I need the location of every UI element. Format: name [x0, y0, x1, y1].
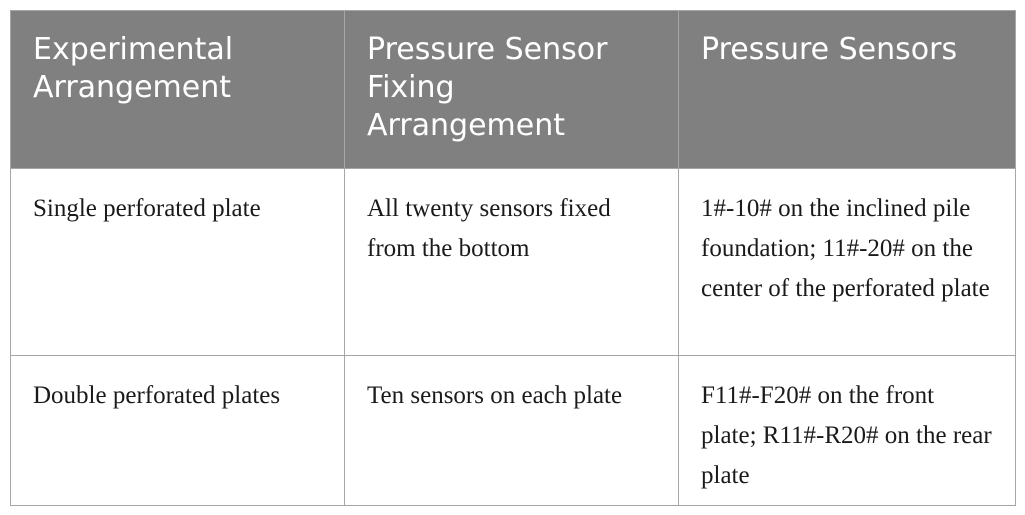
cell-pressure-sensors: 1#-10# on the inclined pile foundation; …	[678, 168, 1016, 356]
cell-experimental-arrangement: Double perforated plates	[10, 355, 345, 506]
cell-fixing-arrangement: All twenty sensors fixed from the bottom	[344, 168, 679, 356]
table-row: Single perforated plate All twenty senso…	[10, 168, 1016, 356]
table-row: Double perforated plates Ten sensors on …	[10, 355, 1016, 506]
header-pressure-sensors: Pressure Sensors	[678, 10, 1016, 169]
cell-fixing-arrangement: Ten sensors on each plate	[344, 355, 679, 506]
header-experimental-arrangement: Experimental Arrangement	[10, 10, 345, 169]
sensor-arrangement-table: Experimental Arrangement Pressure Sensor…	[10, 10, 1016, 506]
cell-pressure-sensors: F11#-F20# on the front plate; R11#-R20# …	[678, 355, 1016, 506]
cell-experimental-arrangement: Single perforated plate	[10, 168, 345, 356]
header-pressure-sensor-fixing-arrangement: Pressure Sensor Fixing Arrangement	[344, 10, 679, 169]
table-header-row: Experimental Arrangement Pressure Sensor…	[10, 10, 1016, 169]
